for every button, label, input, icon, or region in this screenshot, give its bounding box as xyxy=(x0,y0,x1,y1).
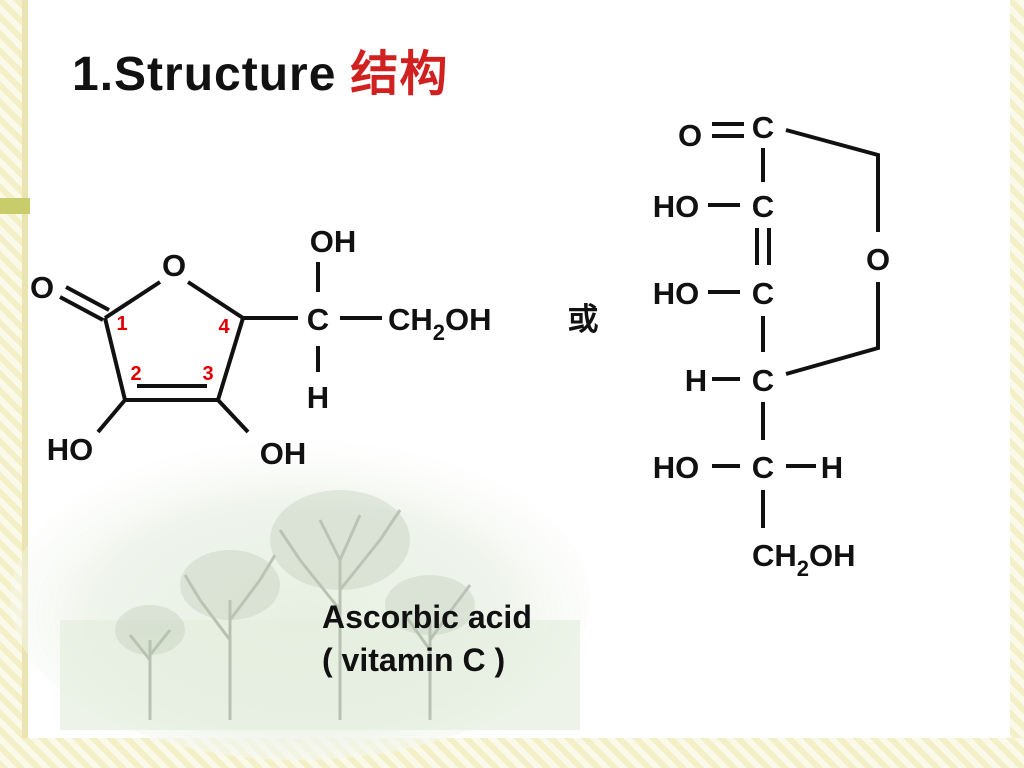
caption-name: Ascorbic acid xyxy=(322,599,532,635)
atom-h-bottom: H xyxy=(307,380,329,415)
atom-oh-top: OH xyxy=(310,224,357,259)
chain-atom-c4: C xyxy=(752,363,774,398)
bond-ring-o-c4 xyxy=(785,282,880,376)
decorative-border-left-inner xyxy=(22,0,28,768)
bond-c2-ho xyxy=(96,398,127,434)
chain-atom-c1: C xyxy=(752,110,774,145)
atom-c5: C xyxy=(307,302,329,337)
bond-carbonyl-1 xyxy=(59,295,104,322)
title-chinese: 结构 xyxy=(350,48,449,101)
atom-oh-c3: OH xyxy=(260,436,307,471)
chain-atom-o-carbonyl: O xyxy=(678,118,702,153)
position-number-1: 1 xyxy=(116,313,127,335)
atom-ch2oh: CH2OH xyxy=(388,302,492,345)
oh-end-text: OH xyxy=(445,302,492,337)
ch2-text: CH xyxy=(388,302,433,337)
chain-atom-ho-c5: HO xyxy=(653,450,700,485)
chain-oh-end-text: OH xyxy=(809,538,856,573)
bond-c4-c3 xyxy=(216,317,245,401)
title-english: 1.Structure xyxy=(72,48,337,101)
tree-illustration xyxy=(10,440,590,760)
compound-caption: Ascorbic acid ( vitamin C ) xyxy=(322,596,532,682)
bond-c1-o xyxy=(103,280,162,320)
bond-carbonyl-2 xyxy=(65,285,110,312)
connector-or: 或 xyxy=(568,302,599,337)
chain-structure: C O HO C HO C O H C HO C H CH2OH xyxy=(653,110,890,581)
chain-atom-c5: C xyxy=(752,450,774,485)
chain-ch2-subscript: 2 xyxy=(797,556,809,581)
atom-ho-c2: HO xyxy=(47,432,94,467)
chain-atom-h-c5: H xyxy=(821,450,843,485)
chain-atom-h-c4: H xyxy=(685,363,707,398)
decorative-border-right xyxy=(1010,0,1024,768)
lactone-structure: O O HO OH OH C H CH2OH 1 2 3 4 xyxy=(30,224,492,471)
atom-ring-o: O xyxy=(162,248,186,283)
bond-o-c4 xyxy=(186,280,245,320)
bond-c1-c2 xyxy=(103,317,127,401)
bond-c3-oh xyxy=(216,398,250,434)
chain-atom-c2: C xyxy=(752,189,774,224)
position-number-4: 4 xyxy=(218,316,230,338)
atom-carbonyl-o: O xyxy=(30,270,54,305)
ch2-subscript: 2 xyxy=(433,320,445,345)
chain-atom-ho-c2: HO xyxy=(653,189,700,224)
position-number-3: 3 xyxy=(202,363,213,385)
chain-ch2-text: CH xyxy=(752,538,797,573)
caption-alias: ( vitamin C ) xyxy=(322,642,506,679)
chain-atom-ch2oh: CH2OH xyxy=(752,538,856,581)
accent-tab xyxy=(0,198,30,214)
chain-atom-c3: C xyxy=(752,276,774,311)
bond-c1-ring-o xyxy=(785,128,880,232)
chain-atom-ring-o: O xyxy=(866,242,890,277)
chain-atom-ho-c3: HO xyxy=(653,276,700,311)
position-number-2: 2 xyxy=(130,363,141,385)
